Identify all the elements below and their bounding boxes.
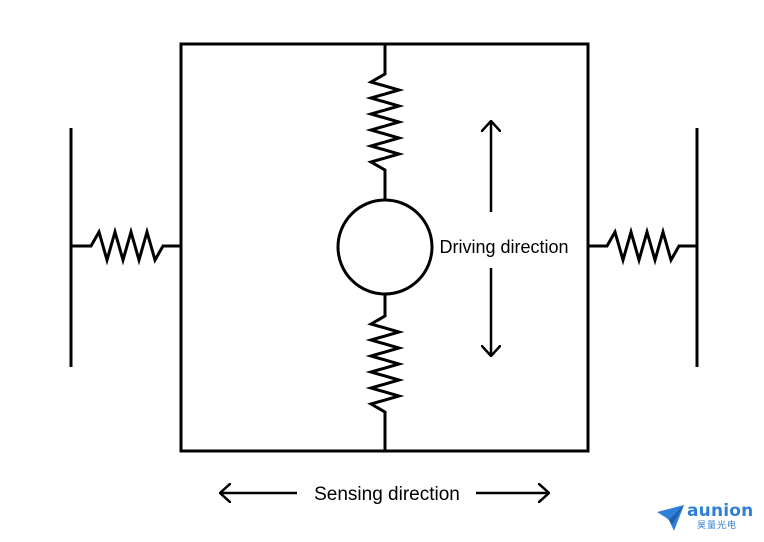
bottom-spring — [365, 294, 405, 451]
paper-plane-icon — [657, 505, 684, 531]
left-spring — [71, 226, 181, 266]
right-spring — [588, 226, 697, 266]
logo-subtitle: 昊量光电 — [697, 521, 738, 531]
top-spring — [365, 44, 405, 200]
proof-mass-circle — [336, 198, 434, 296]
driving-direction-label: Driving direction — [439, 237, 568, 257]
sensing-direction-label: Sensing direction — [314, 484, 460, 505]
aunion-logo: aunion 昊量光电 — [656, 498, 756, 538]
logo-wordmark: aunion — [687, 501, 754, 521]
